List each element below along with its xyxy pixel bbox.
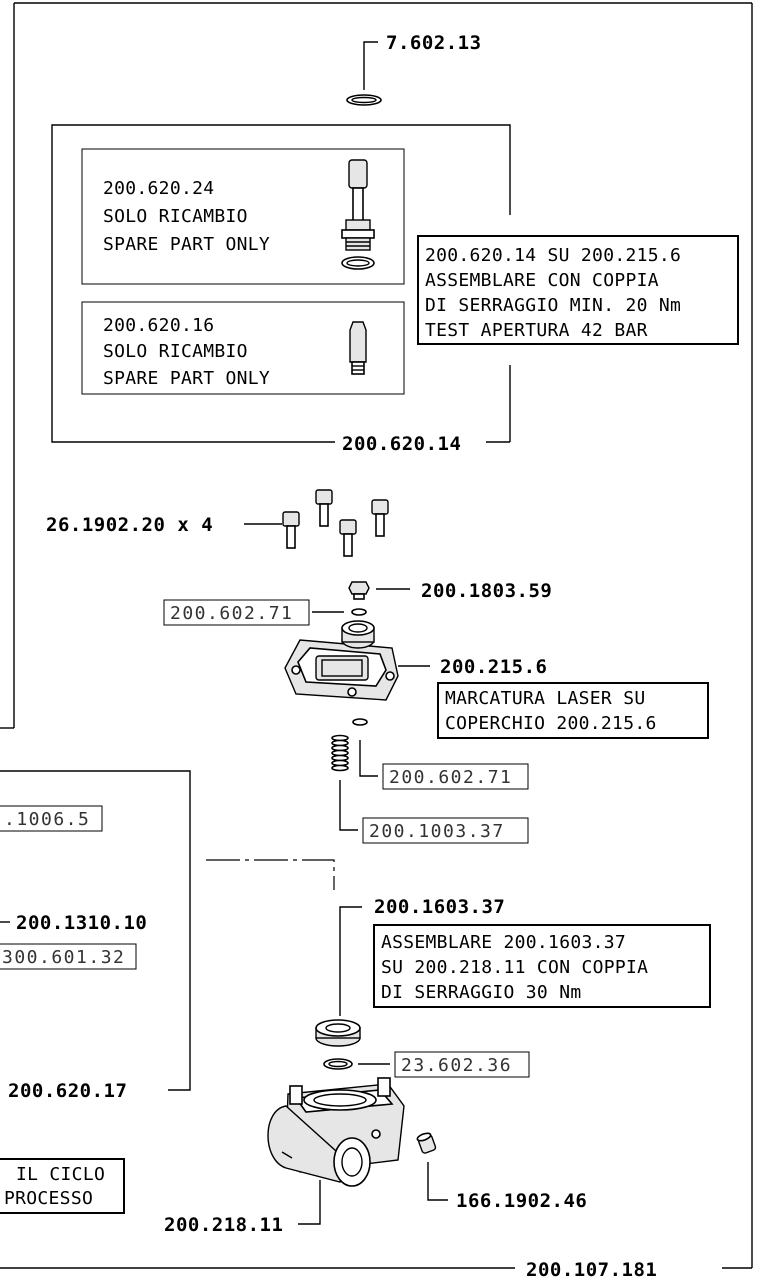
pin-part — [416, 1132, 437, 1154]
label-part-left-2: 300.601.32 — [2, 947, 125, 968]
label-assembly-bottom: 200.107.181 — [526, 1259, 657, 1280]
box-oring-mid — [394, 1051, 530, 1078]
seat-spare: SPARE PART ONLY — [103, 368, 270, 389]
leader-bushing — [339, 906, 362, 1016]
leader-body — [298, 1180, 321, 1225]
label-oring-small-1: 200.602.71 — [170, 603, 293, 624]
plug-part — [348, 581, 370, 600]
leader-oring-top — [363, 41, 378, 90]
oring-mid-part — [323, 1058, 353, 1070]
label-spring: 200.1003.37 — [369, 821, 505, 842]
laser-note-line-2: COPERCHIO 200.215.6 — [445, 713, 657, 734]
stem-part — [341, 159, 375, 270]
label-bushing: 200.1603.37 — [374, 896, 505, 918]
bushing-note-line-2: SU 200.218.11 CON COPPIA — [381, 957, 648, 978]
left-note-box — [0, 1158, 125, 1214]
laser-note-line-1: MARCATURA LASER SU — [445, 688, 645, 709]
label-plug: 200.1803.59 — [421, 580, 552, 602]
seat-code: 200.620.16 — [103, 315, 214, 336]
label-oring-top: 7.602.13 — [386, 32, 482, 54]
bushing-part — [315, 1019, 361, 1047]
screws-part — [282, 489, 389, 557]
box-spring — [362, 817, 529, 844]
label-group-left: 200.620.17 — [8, 1080, 127, 1102]
label-part-left-1: 200.1310.10 — [16, 912, 147, 934]
stem-solo: SOLO RICAMBIO — [103, 206, 248, 227]
stem-code: 200.620.24 — [103, 178, 214, 199]
connection-line — [206, 859, 335, 890]
spring-part — [331, 734, 349, 772]
label-screws: 26.1902.20 x 4 — [46, 514, 213, 536]
valve-note-line-2: ASSEMBLARE CON COPPIA — [425, 270, 659, 291]
label-pin: 166.1902.46 — [456, 1190, 587, 1212]
oring-small-2-part — [352, 718, 368, 726]
bushing-note-line-3: DI SERRAGGIO 30 Nm — [381, 982, 581, 1003]
label-body: 200.218.11 — [164, 1214, 283, 1236]
laser-note-box — [437, 682, 709, 739]
leader-spring — [339, 780, 358, 831]
box-ring-left — [0, 805, 103, 832]
seat-solo: SOLO RICAMBIO — [103, 341, 248, 362]
box-oring-small-2 — [382, 763, 529, 790]
valve-note-line-1: 200.620.14 SU 200.215.6 — [425, 245, 681, 266]
label-ring-left: .1006.5 — [4, 809, 90, 830]
leader-pin — [427, 1162, 448, 1201]
cover-part — [284, 620, 399, 701]
group-frame-left — [0, 770, 191, 1091]
valve-note-box — [417, 235, 739, 345]
label-oring-small-2: 200.602.71 — [389, 767, 512, 788]
stem-spare: SPARE PART ONLY — [103, 234, 270, 255]
box-oring-small-1 — [163, 599, 310, 626]
label-valve-assembly: 200.620.14 — [342, 433, 461, 455]
leader-oring-small-2 — [359, 740, 378, 777]
left-note-line-2: PROCESSO — [4, 1188, 93, 1209]
label-cover: 200.215.6 — [440, 656, 547, 678]
bushing-note-line-1: ASSEMBLARE 200.1603.37 — [381, 932, 626, 953]
group-frame-valve — [51, 124, 511, 443]
seat-part — [349, 321, 367, 375]
valve-note-line-4: TEST APERTURA 42 BAR — [425, 320, 648, 341]
body-part — [267, 1077, 405, 1187]
oring-small-1-part — [351, 608, 367, 616]
valve-note-line-3: DI SERRAGGIO MIN. 20 Nm — [425, 295, 681, 316]
box-part-left-2 — [0, 943, 137, 970]
label-oring-mid: 23.602.36 — [401, 1055, 512, 1076]
bushing-note-box — [373, 924, 711, 1008]
left-note-line-1: IL CICLO — [16, 1164, 105, 1185]
